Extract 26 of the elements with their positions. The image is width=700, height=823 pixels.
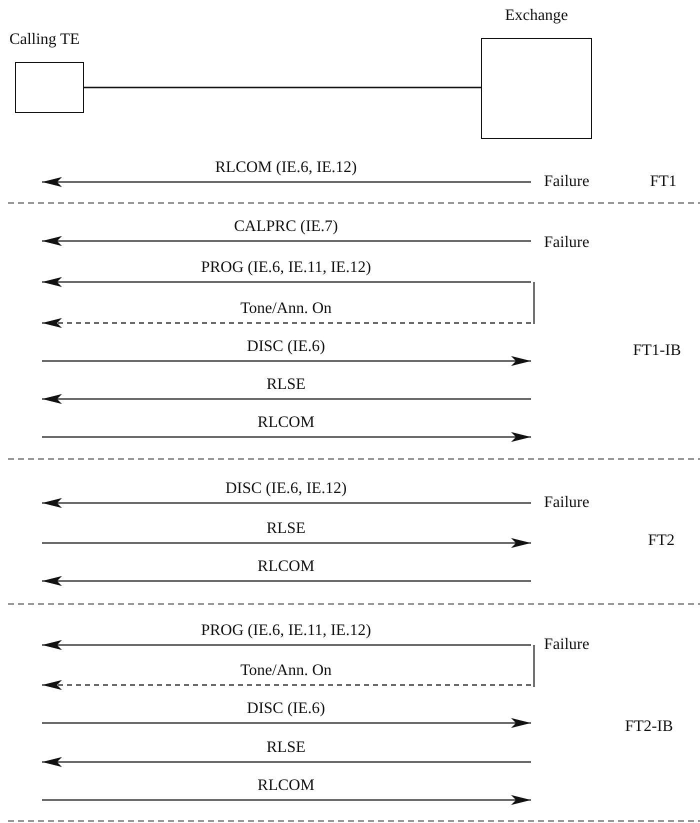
message-label: Tone/Ann. On	[240, 661, 332, 681]
message-label: RLCOM	[258, 776, 314, 796]
message-label: Tone/Ann. On	[240, 299, 332, 319]
message-label: PROG (IE.6, IE.11, IE.12)	[200, 621, 372, 641]
status-label: Failure	[544, 493, 590, 513]
status-label: Failure	[544, 233, 590, 253]
message-label: CALPRC (IE.7)	[234, 217, 338, 237]
message-label: PROG (IE.6, IE.11, IE.12)	[200, 258, 372, 278]
message-label: RLCOM (IE.6, IE.12)	[215, 158, 357, 178]
message-label: RLSE	[266, 519, 306, 539]
message-label: RLCOM	[258, 557, 314, 577]
case-label: FT1	[650, 172, 677, 192]
status-label: Failure	[544, 172, 590, 192]
node-heading: Calling TE	[9, 30, 80, 50]
message-label: RLSE	[266, 738, 306, 758]
message-label: RLCOM	[258, 413, 314, 433]
status-label: Failure	[544, 635, 590, 655]
case-label: FT1-IB	[633, 341, 681, 361]
case-label: FT2	[648, 531, 675, 551]
message-label: DISC (IE.6)	[246, 699, 326, 719]
message-label: DISC (IE.6)	[246, 337, 326, 357]
message-label: RLSE	[266, 375, 306, 395]
case-label: FT2-IB	[625, 717, 673, 737]
node-heading: Exchange	[504, 6, 568, 26]
message-label: DISC (IE.6, IE.12)	[225, 479, 347, 499]
connector-line	[84, 86, 481, 88]
